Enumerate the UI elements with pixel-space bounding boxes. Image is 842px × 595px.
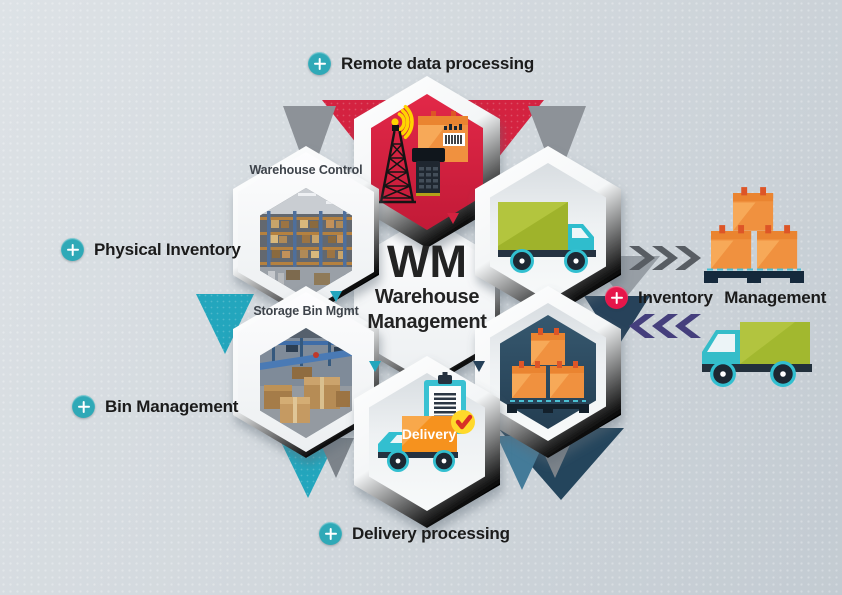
center-hexagon-title: WM Warehouse Management bbox=[347, 236, 507, 334]
callout-label: Delivery processing bbox=[352, 523, 510, 543]
callout-label: Inventory Management bbox=[638, 287, 827, 307]
truck-right-icon bbox=[498, 202, 596, 273]
wm-line1: Warehouse bbox=[374, 285, 480, 308]
plus-icon bbox=[72, 395, 95, 418]
inbound-truck-icon bbox=[702, 322, 812, 387]
delivery-truck-label: Delivery bbox=[401, 426, 457, 442]
callout-physical-inventory: Physical Inventory bbox=[61, 238, 241, 261]
hexagon-tile-boxes bbox=[475, 286, 621, 458]
tile-title-storage-bin: Storage Bin Mgmt bbox=[253, 304, 359, 318]
callout-inventory-management: Inventory Management bbox=[605, 286, 826, 309]
plus-icon bbox=[319, 522, 342, 545]
check-badge-icon bbox=[451, 410, 475, 434]
callout-label: Physical Inventory bbox=[94, 239, 241, 259]
radio-tower-icon bbox=[378, 105, 416, 204]
hexagon-tile-delivery bbox=[354, 356, 500, 528]
plus-icon bbox=[605, 286, 628, 309]
callout-label: Remote data processing bbox=[341, 53, 535, 73]
wm-abbreviation: WM bbox=[387, 236, 467, 287]
wm-line2: Management bbox=[367, 310, 487, 333]
callout-remote-data-processing: Remote data processing bbox=[308, 52, 534, 75]
delivery-truck-icon bbox=[378, 416, 458, 473]
callout-delivery-processing: Delivery processing bbox=[319, 522, 510, 545]
signal-waves-icon bbox=[397, 105, 414, 139]
hexagon-tile-truck bbox=[475, 146, 621, 318]
hexagon-tile-remote-data bbox=[354, 76, 500, 248]
junction-slivers bbox=[330, 213, 485, 372]
callout-label: Bin Management bbox=[105, 396, 239, 416]
handheld-scanner-icon bbox=[412, 148, 445, 196]
pallet-boxes-icon bbox=[704, 187, 804, 283]
chevrons-right-icon bbox=[629, 246, 701, 270]
stacked-boxes-icon bbox=[507, 328, 589, 413]
callout-bin-management: Bin Management bbox=[72, 395, 238, 418]
pallet-icon bbox=[507, 400, 589, 413]
plus-icon bbox=[308, 52, 331, 75]
chevrons-left-icon bbox=[629, 314, 701, 338]
plus-icon bbox=[61, 238, 84, 261]
tile-title-warehouse-control: Warehouse Control bbox=[249, 163, 363, 177]
